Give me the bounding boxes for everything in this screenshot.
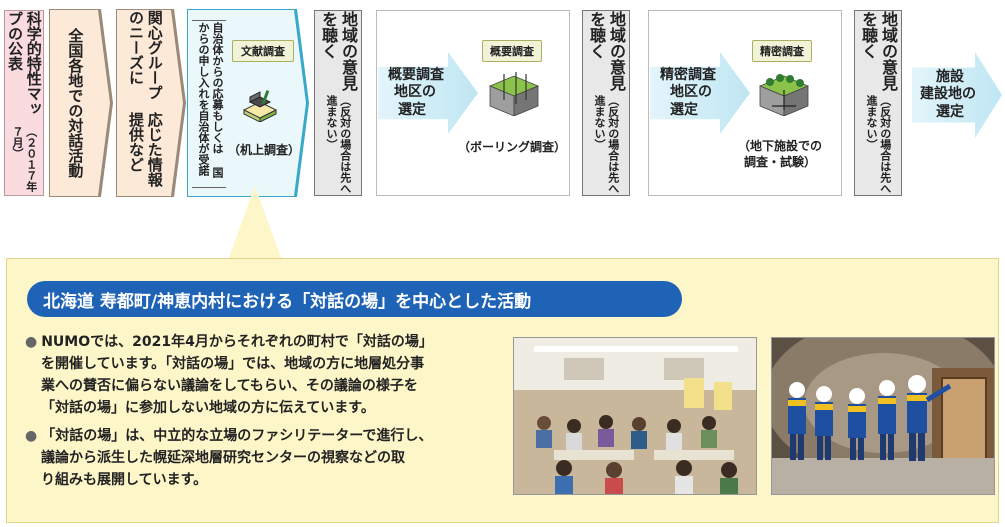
facility-tour-photo xyxy=(771,337,995,495)
stage-dialogue: 全国各地での対話活動 xyxy=(50,10,110,196)
bullet-1-text-1: NUMOでは、2021年4月からそれぞれの町村で「対話の場」 xyxy=(41,334,433,350)
opinion-bar-2: 地域の意見を聴く （反対の場合は先へ進まない） xyxy=(582,10,630,196)
bullet-1-line-3: 業への賛否に偏らない議論をしてもらい、その議論の様子を xyxy=(41,378,418,394)
stage-info-title-1: 関心グループのニーズに xyxy=(127,10,164,100)
bullet-2-line-1: ●「対話の場」は、中立的な立場のファシリテーターで進行し、 xyxy=(25,425,515,447)
bullet-2-line-2: 議論から派生した幌延深地層研究センターの視察などの取 xyxy=(41,450,405,466)
stage-map-date: （２０１７年７月） xyxy=(11,126,38,192)
detailed-arrow-2: 地区の xyxy=(670,84,712,101)
detailed-method-2: 調査・試験） xyxy=(744,155,817,169)
tunnel-scene-image xyxy=(772,338,994,494)
literature-note-2: 国からの申し入れを自治体が受諾 xyxy=(197,22,224,178)
opinion-sub-3: （反対の場合は先へ進まない） xyxy=(865,94,892,194)
final-arrow-1: 施設 xyxy=(936,68,964,85)
bullet-1-line-1: ●NUMOでは、2021年4月からそれぞれの町村で「対話の場」 xyxy=(25,331,515,353)
bullet-1-line-4: 「対話の場」に参加しない地域の方に伝えています。 xyxy=(41,400,375,416)
bullet-dot-icon: ● xyxy=(25,334,38,350)
detailed-tag: 精密調査 xyxy=(752,40,812,62)
outline-arrow-1: 概要調査 xyxy=(388,66,444,83)
bullet-dot-icon-2: ● xyxy=(25,428,38,444)
detailed-method-1: （地下施設での xyxy=(738,139,823,153)
detailed-arrow-1: 精密調査 xyxy=(660,66,716,83)
literature-note-1: 自治体からの応募もしくは xyxy=(211,22,224,154)
opinion-bar-1: 地域の意見を聴く （反対の場合は先へ進まない） xyxy=(314,10,362,196)
detailed-arrow-3: 選定 xyxy=(670,101,698,118)
literature-tag: 文献調査 xyxy=(232,40,294,62)
activity-bullet-1: ●NUMOでは、2021年4月からそれぞれの町村で「対話の場」 を開催しています… xyxy=(25,331,515,419)
activity-bullet-2: ●「対話の場」は、中立的な立場のファシリテーターで進行し、 議論から派生した幌延… xyxy=(25,425,515,491)
detailed-method: （地下施設での 調査・試験） xyxy=(738,138,822,170)
stage-map-publication: 科学的特性マップの公表 （２０１７年７月） xyxy=(4,10,44,196)
bullet-2-text-1: 「対話の場」は、中立的な立場のファシリテーターで進行し、 xyxy=(41,428,433,444)
opinion-sub-2: （反対の場合は先へ進まない） xyxy=(593,94,620,194)
activity-title: 北海道 寿都町/神恵内村における「対話の場」を中心とした活動 xyxy=(27,281,682,317)
book-icon xyxy=(240,88,280,122)
bullet-1-line-2: を開催しています。「対話の場」では、地域の方に地層処分事 xyxy=(41,356,425,372)
meeting-scene-image xyxy=(514,338,756,494)
underground-facility-icon xyxy=(758,74,810,116)
bullet-2-line-3: り組みも展開しています。 xyxy=(41,472,208,488)
literature-bracket xyxy=(192,20,226,188)
stage-literature: 自治体からの応募もしくは 国からの申し入れを自治体が受諾 文献調査 （机上調査） xyxy=(188,10,306,196)
opinion-sub: （反対の場合は先へ進まない） xyxy=(325,94,352,194)
stage-map-title: 科学的特性マップの公表 xyxy=(6,11,43,116)
dialogue-meeting-photo xyxy=(513,337,757,495)
opinion-main-3: 地域の意見を聴く xyxy=(859,11,898,91)
final-arrow: 施設 建設地の 選定 xyxy=(912,52,1002,138)
opinion-main: 地域の意見を聴く xyxy=(319,11,358,91)
stage-info: 関心グループのニーズに 応じた情報提供など xyxy=(117,10,183,196)
final-arrow-3: 選定 xyxy=(936,103,964,120)
opinion-main-2: 地域の意見を聴く xyxy=(587,11,626,91)
stage-info-title-2: 応じた情報提供など xyxy=(127,112,164,188)
outline-method: （ボーリング調査） xyxy=(458,140,567,154)
activity-section: 北海道 寿都町/神恵内村における「対話の場」を中心とした活動 ●NUMOでは、2… xyxy=(6,258,999,523)
boring-site-icon xyxy=(488,72,540,116)
outline-arrow-2: 地区の xyxy=(394,84,436,101)
final-arrow-2: 建設地の xyxy=(920,86,976,103)
opinion-bar-3: 地域の意見を聴く （反対の場合は先へ進まない） xyxy=(854,10,902,196)
outline-tag: 概要調査 xyxy=(482,40,542,62)
literature-note: 自治体からの応募もしくは 国からの申し入れを自治体が受諾 xyxy=(196,22,224,187)
literature-method: （机上調査） xyxy=(228,143,301,157)
outline-arrow-3: 選定 xyxy=(398,101,426,118)
stage-dialogue-title: 全国各地での対話活動 xyxy=(66,28,85,178)
callout-pointer xyxy=(228,186,282,260)
